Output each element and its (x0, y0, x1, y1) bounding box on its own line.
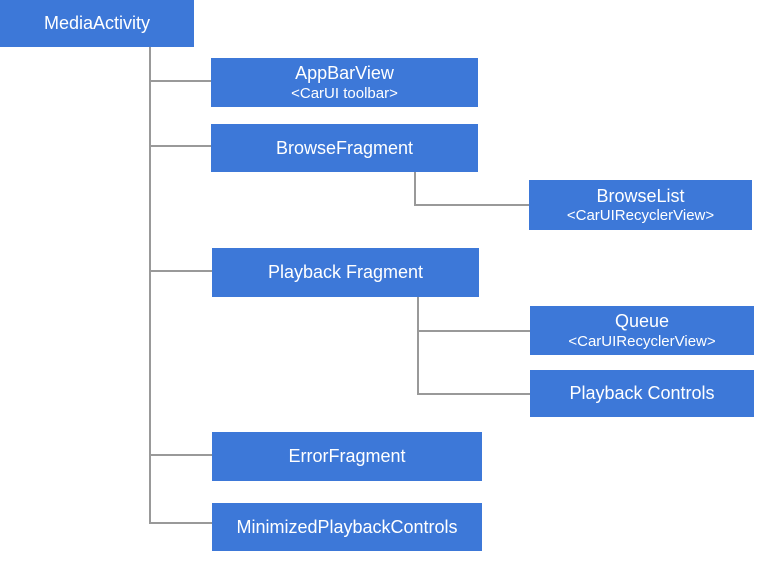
node-playback-fragment: Playback Fragment (212, 248, 479, 297)
node-browse-list: BrowseList <CarUIRecyclerView> (529, 180, 752, 230)
connector-media-activity-app-bar-view (149, 80, 211, 82)
node-playback-controls: Playback Controls (530, 370, 754, 417)
connector-trunk-playback-fragment (417, 297, 419, 395)
node-browse-fragment: BrowseFragment (211, 124, 478, 172)
node-queue: Queue <CarUIRecyclerView> (530, 306, 754, 355)
node-browse-fragment-label: BrowseFragment (275, 137, 414, 158)
node-minimized-playback-controls: MinimizedPlaybackControls (212, 503, 482, 551)
node-app-bar-view: AppBarView <CarUI toolbar> (211, 58, 478, 107)
node-playback-fragment-label: Playback Fragment (267, 262, 424, 283)
node-queue-label: Queue (614, 311, 670, 332)
node-minimized-playback-controls-label: MinimizedPlaybackControls (236, 516, 458, 537)
connector-media-activity-error-fragment (149, 454, 212, 456)
node-playback-controls-label: Playback Controls (569, 383, 715, 404)
connector-trunk-media-activity (149, 47, 151, 524)
connector-trunk-browse-fragment (414, 172, 416, 206)
node-error-fragment-label: ErrorFragment (288, 446, 406, 467)
node-browse-list-label: BrowseList (596, 185, 685, 206)
node-app-bar-view-sublabel: <CarUI toolbar> (291, 84, 398, 102)
node-app-bar-view-label: AppBarView (295, 63, 394, 84)
connector-media-activity-playback-fragment (149, 270, 212, 272)
connector-playback-fragment-queue (417, 330, 530, 332)
node-error-fragment: ErrorFragment (212, 432, 482, 481)
node-queue-sublabel: <CarUIRecyclerView> (568, 332, 716, 350)
node-media-activity: MediaActivity (0, 0, 194, 47)
connector-playback-fragment-playback-controls (417, 393, 530, 395)
connector-browse-fragment-browse-list (414, 204, 529, 206)
node-browse-list-sublabel: <CarUIRecyclerView> (566, 207, 715, 225)
connector-media-activity-minimized-playback-controls (149, 522, 213, 524)
node-media-activity-label: MediaActivity (43, 13, 151, 34)
connector-media-activity-browse-fragment (149, 145, 211, 147)
